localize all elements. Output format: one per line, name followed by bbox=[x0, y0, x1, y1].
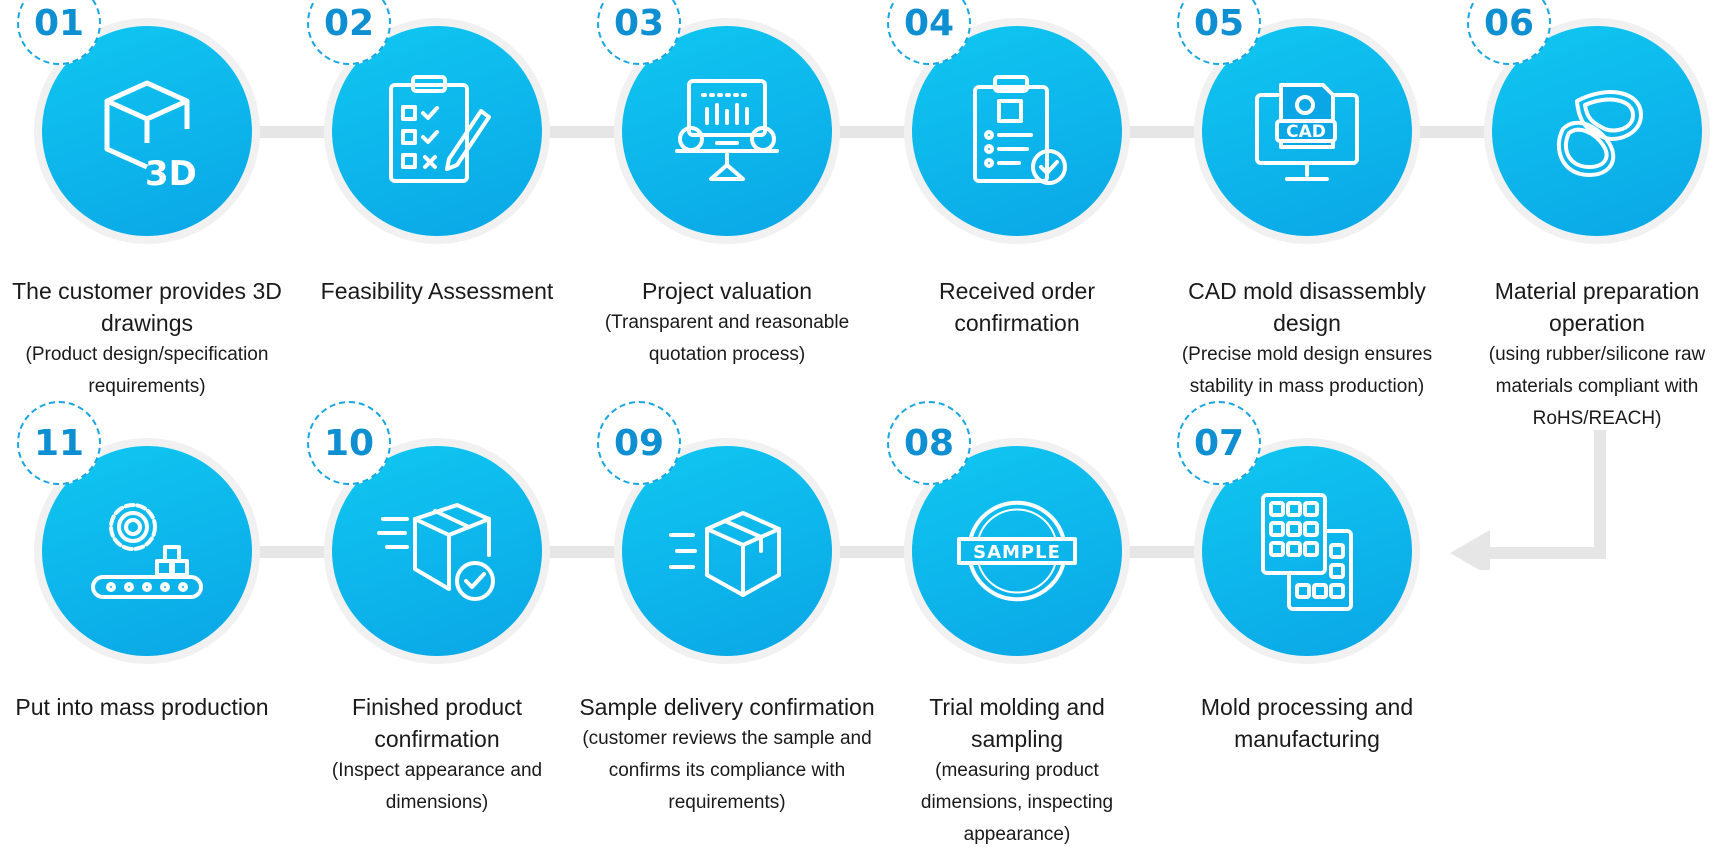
cad-label: CAD bbox=[1286, 122, 1326, 142]
step-05: 05 CAD bbox=[1177, 0, 1412, 236]
order-confirmation-clipboard-icon bbox=[957, 71, 1077, 191]
step-number: 04 bbox=[887, 0, 971, 65]
step-number: 06 bbox=[1467, 0, 1551, 65]
step-number: 07 bbox=[1177, 401, 1261, 485]
connector bbox=[250, 126, 335, 138]
step-circle bbox=[622, 26, 832, 236]
step-07: 07 bbox=[1177, 401, 1412, 656]
step-title: Sample delivery confirmation bbox=[579, 694, 875, 720]
step-06-caption: Material preparation operation (using ru… bbox=[1462, 275, 1730, 435]
checklist-clipboard-icon bbox=[377, 71, 497, 191]
mold-grid-icon bbox=[1247, 491, 1367, 611]
step-number: 05 bbox=[1177, 0, 1261, 65]
step-title: Received order confirmation bbox=[939, 278, 1095, 336]
step-10: 10 bbox=[307, 401, 542, 656]
step-circle bbox=[912, 26, 1122, 236]
step-description: (using rubber/silicone raw materials com… bbox=[1488, 344, 1706, 429]
step-number: 11 bbox=[17, 401, 101, 485]
connector bbox=[830, 126, 915, 138]
box-checked-icon bbox=[377, 491, 497, 611]
step-title: Mold processing and manufacturing bbox=[1200, 694, 1414, 752]
step-02-caption: Feasibility Assessment bbox=[292, 275, 582, 307]
step-11: 11 bbox=[17, 401, 252, 656]
step-description: (Product design/specification requiremen… bbox=[25, 344, 269, 397]
connector bbox=[1120, 546, 1205, 558]
step-number: 08 bbox=[887, 401, 971, 485]
connector bbox=[830, 546, 915, 558]
step-01: 01 3D bbox=[17, 0, 252, 236]
step-circle bbox=[622, 446, 832, 656]
fast-delivery-box-icon bbox=[667, 491, 787, 611]
connector bbox=[1120, 126, 1205, 138]
rubber-loops-icon bbox=[1537, 71, 1657, 191]
step-title: Material preparation operation bbox=[1494, 278, 1700, 336]
sample-label: SAMPLE bbox=[973, 542, 1061, 563]
step-07-caption: Mold processing and manufacturing bbox=[1182, 691, 1432, 755]
step-04-caption: Received order confirmation bbox=[922, 275, 1112, 339]
return-arrow-icon bbox=[1450, 430, 1606, 570]
step-06: 06 bbox=[1467, 0, 1702, 236]
step-description: (customer reviews the sample and confirm… bbox=[582, 728, 872, 813]
gear-conveyor-icon bbox=[87, 491, 207, 611]
step-09-caption: Sample delivery confirmation (customer r… bbox=[577, 691, 877, 819]
step-title: The customer provides 3D drawings bbox=[12, 278, 282, 336]
3d-box-icon: 3D bbox=[87, 71, 207, 191]
step-description: (Precise mold design ensures stability i… bbox=[1181, 344, 1433, 397]
step-09: 09 bbox=[597, 401, 832, 656]
step-description: (Inspect appearance and dimensions) bbox=[331, 760, 543, 813]
step-01-caption: The customer provides 3D drawings (Produ… bbox=[2, 275, 292, 403]
step-title: CAD mold disassembly design bbox=[1188, 278, 1426, 336]
step-11-caption: Put into mass production bbox=[0, 691, 287, 723]
step-circle bbox=[42, 446, 252, 656]
step-title: Feasibility Assessment bbox=[320, 278, 554, 304]
step-10-caption: Finished product confirmation (Inspect a… bbox=[302, 691, 572, 819]
step-03-caption: Project valuation (Transparent and reaso… bbox=[577, 275, 877, 371]
step-circle bbox=[332, 446, 542, 656]
step-description: (measuring product dimensions, inspectin… bbox=[920, 760, 1114, 845]
sample-stamp-icon: SAMPLE bbox=[957, 491, 1077, 611]
step-number: 01 bbox=[17, 0, 101, 65]
step-title: Finished product confirmation bbox=[351, 694, 523, 752]
valuation-scale-icon bbox=[667, 71, 787, 191]
step-08-caption: Trial molding and sampling (measuring pr… bbox=[887, 691, 1147, 851]
step-number: 02 bbox=[307, 0, 391, 65]
step-04: 04 bbox=[887, 0, 1122, 236]
step-number: 10 bbox=[307, 401, 391, 485]
step-title: Project valuation bbox=[641, 278, 813, 304]
step-description: (Transparent and reasonable quotation pr… bbox=[604, 312, 850, 365]
3d-label: 3D bbox=[145, 154, 197, 191]
step-title: Put into mass production bbox=[15, 694, 269, 720]
connector bbox=[540, 126, 625, 138]
step-08: 08 SAMPLE bbox=[887, 401, 1122, 656]
step-number: 09 bbox=[597, 401, 681, 485]
step-title: Trial molding and sampling bbox=[929, 694, 1105, 752]
step-03: 03 bbox=[597, 0, 832, 236]
cad-monitor-icon: CAD bbox=[1247, 71, 1367, 191]
step-05-caption: CAD mold disassembly design (Precise mol… bbox=[1162, 275, 1452, 403]
connector bbox=[250, 546, 335, 558]
connector bbox=[540, 546, 625, 558]
step-02: 02 bbox=[307, 0, 542, 236]
step-circle bbox=[912, 446, 1122, 656]
connector bbox=[1410, 126, 1495, 138]
